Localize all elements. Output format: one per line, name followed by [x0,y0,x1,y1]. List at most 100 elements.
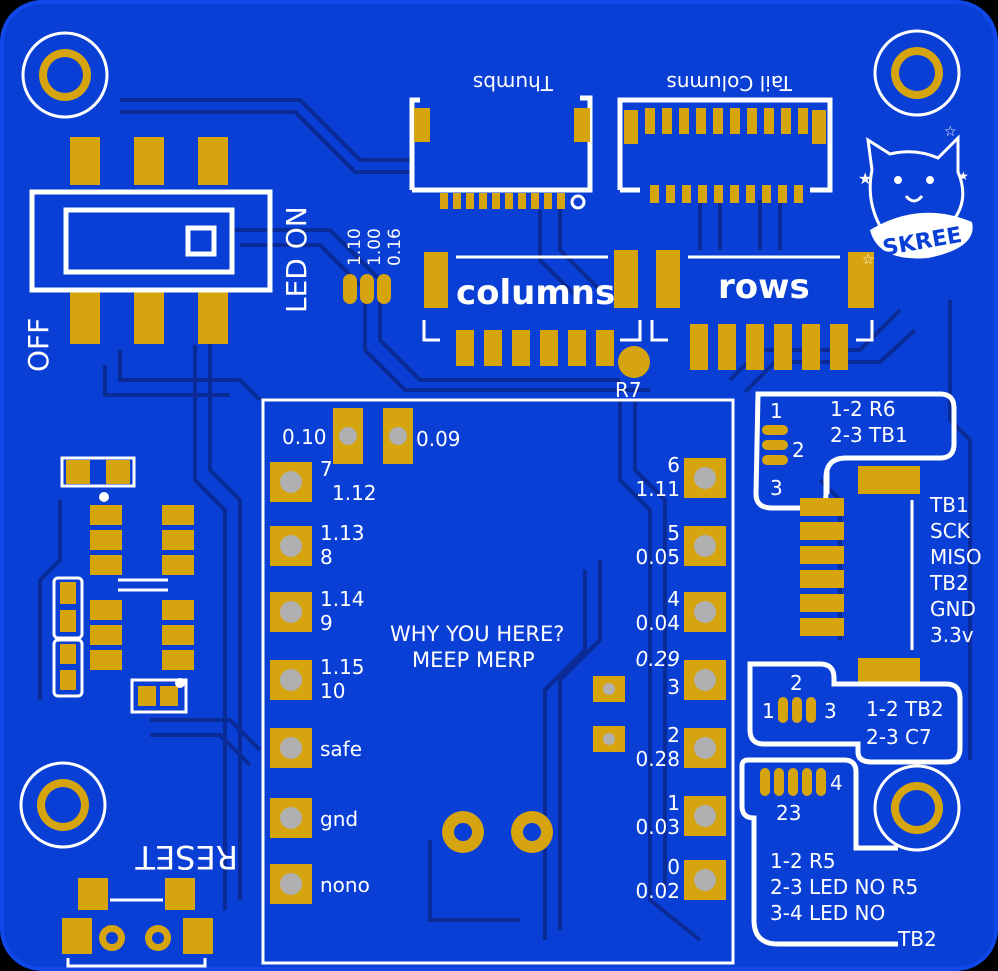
mcu-right-pin-num-label: 4 [667,587,680,611]
mount-hole-br [873,764,961,852]
jumper-c7-pin-3: 3 [824,699,837,723]
jumper-r6-pin-2: 2 [792,438,805,462]
jumper-r5-note-4: TB2 [897,927,937,951]
left-components [52,456,194,714]
jumper-r6-note-2: 2-3 TB1 [830,423,908,447]
mcu-left-pin-bottom-label: 1.12 [332,481,377,505]
mcu-left-pin-bottom-label: 9 [320,611,333,635]
jumper-r5-pads [760,768,826,796]
program-header-label: GND [930,597,976,621]
mcu-right-pad-hole [694,869,716,891]
mcu-left-pin-top-label: 7 [320,457,333,481]
svg-text:☆: ☆ [944,124,957,140]
mount-hole-tr [873,29,961,117]
mcu-right-pin-port-label: 0.28 [635,747,680,771]
mount-hole-bl [19,761,107,849]
jumper-r5-note-1: 1-2 R5 [770,849,836,873]
led-on-label: LED ON [280,206,313,313]
jumper-r5-pin-4: 4 [830,771,843,795]
mcu-right-pad-hole [694,535,716,557]
columns-connector [422,250,874,378]
jumper-c7-pin-2: 2 [790,671,803,695]
mcu-top-pads [333,408,413,464]
jumper-label-3: 0.16 [385,228,405,266]
mcu-left-pad-hole [280,669,302,691]
mount-hole-tl [21,31,109,119]
jumper-r6-note-1: 1-2 R6 [830,397,896,421]
svg-text:★: ★ [858,169,872,188]
jumper-r6-outline [753,391,957,511]
mcu-left-pin-label: gnd [320,807,358,831]
rows-label: rows [718,267,810,307]
mcu-right-pin-port-label: 0.29 [635,647,680,671]
mcu-right-pad-hole [694,467,716,489]
mcu-right-pad-hole [694,805,716,827]
off-label: OFF [22,318,55,372]
skree-cat-logo: ★ ☆ ★ ☆ [858,124,973,268]
mcu-left-pad-hole [280,807,302,829]
jumper-r5-pin-23: 23 [776,801,801,825]
jumper-c7-note-2: 2-3 C7 [866,725,932,749]
mcu-message-line1: WHY YOU HERE? [390,622,564,646]
tail-columns-label: Tail Columns [666,71,793,95]
columns-label: columns [456,273,615,313]
svg-text:☆: ☆ [862,252,875,268]
mcu-right-pad-hole [694,601,716,623]
mcu-small-pads [442,676,625,853]
mcu-right-pad-hole [694,737,716,759]
mcu-left-pin-bottom-label: 8 [320,545,333,569]
program-header-label: TB2 [929,571,969,595]
mcu-top-pad-right-label: 0.09 [416,427,461,451]
program-header [800,466,920,686]
mcu-left-pin-bottom-label: 10 [320,679,345,703]
mcu-right-pin-num-label: 6 [667,453,680,477]
copper-traces [38,98,972,942]
mcu-left-pin-top-label: 1.15 [320,655,365,679]
mcu-right-pad-hole [694,669,716,691]
mcu-left-pad-hole [280,873,302,895]
jumper-left [343,274,391,304]
mcu-right-pin-port-label: 0.02 [635,879,680,903]
mcu-right-pin-num-label: 0 [667,855,680,879]
mcu-left-pin-top-label: 1.14 [320,587,365,611]
mcu-left-pin-label: safe [320,737,362,761]
mcu-left-pad-hole [280,471,302,493]
mcu-left-pad-hole [280,601,302,623]
mcu-right-pin-num-label: 3 [667,675,680,699]
program-header-label: SCK [930,519,971,543]
mcu-message-line2: MEEP MERP [412,648,535,672]
jumper-r6-pin-3: 3 [770,476,783,500]
jumper-r5-outline [739,757,898,947]
program-header-label: TB1 [929,493,969,517]
jumper-r5-note-2: 2-3 LED NO R5 [770,875,918,899]
mcu-right-pin-num-label: 5 [667,521,680,545]
jumper-r6-pads [762,425,788,465]
program-header-label: 3.3v [930,623,974,647]
reset-button [62,878,213,968]
mcu-right-pin-port-label: 0.05 [635,545,680,569]
mcu-right-pin-port-label: 0.03 [635,815,680,839]
program-header-label: MISO [930,545,982,569]
thumbs-label: Thumbs [473,71,554,95]
jumper-c7-outline [747,661,963,765]
mcu-top-pad-left-label: 0.10 [282,425,327,449]
r7-label: R7 [615,378,642,402]
jumper-c7-note-1: 1-2 TB2 [866,697,944,721]
svg-text:★: ★ [958,169,969,183]
jumper-label-1: 1.10 [345,228,365,266]
tail-columns-connector [617,97,833,203]
mcu-right-pin-port-label: 0.04 [635,611,680,635]
jumper-label-2: 1.00 [365,228,385,266]
mcu-outline [261,398,735,965]
power-switch [29,137,273,344]
mcu-left-pad-hole [280,737,302,759]
mcu-right-pin-num-label: 1 [667,791,680,815]
reset-label: RESET [135,838,238,876]
jumper-r5-note-3: 3-4 LED NO [770,901,885,925]
jumper-c7-pads [778,697,816,723]
mcu-left-pin-label: nono [320,873,370,897]
